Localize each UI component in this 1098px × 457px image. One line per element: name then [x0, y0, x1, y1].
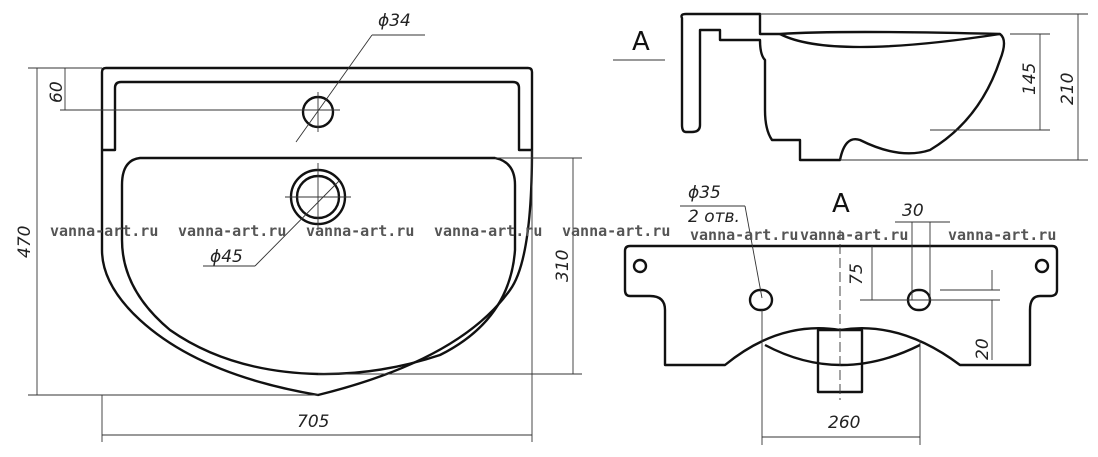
dim-total-height: 210 [1058, 73, 1078, 105]
dimension-lines [28, 34, 582, 442]
watermark: vanna-art.ru [690, 226, 798, 244]
dim-bowl: 310 [553, 250, 573, 282]
dim-rim: 60 [47, 81, 67, 103]
watermark: vanna-art.ru [434, 222, 542, 240]
watermark: vanna-art.ru [306, 222, 414, 240]
view-marker-a: A [632, 27, 650, 57]
side-profile [680, 12, 1006, 162]
dim-holes: ϕ35 [688, 183, 721, 203]
hole-left [748, 288, 774, 312]
basin-bottom [764, 343, 921, 367]
rim-inner [102, 80, 532, 152]
dim-faucet-hole: ϕ34 [378, 11, 411, 31]
dim-drain: ϕ45 [210, 247, 243, 267]
dim-bowl-height: 145 [1020, 63, 1040, 95]
bowl-rim-line [779, 32, 1001, 49]
watermarks: vanna-art.ru vanna-art.ru vanna-art.ru v… [50, 222, 1056, 244]
watermark: vanna-art.ru [178, 222, 286, 240]
side-view: A 145 210 [613, 12, 1088, 162]
watermark: vanna-art.ru [50, 222, 158, 240]
dim-20: 20 [973, 338, 993, 360]
dim-hole-offset: 30 [902, 201, 924, 221]
dim-75: 75 [847, 263, 867, 285]
dim-260: 260 [828, 413, 860, 433]
bowl-outline [120, 156, 517, 376]
dim-width: 705 [297, 412, 329, 432]
watermark: vanna-art.ru [800, 226, 908, 244]
top-view: ϕ34 ϕ45 60 470 310 705 [15, 11, 582, 442]
mount-hole-left [632, 258, 648, 274]
view-a: A ϕ35 2 отв. 30 75 20 260 [623, 183, 1059, 445]
holes-note: 2 отв. [688, 207, 740, 227]
view-a-title: A [832, 189, 850, 219]
watermark: vanna-art.ru [562, 222, 670, 240]
mount-hole-right [1034, 258, 1050, 274]
dim-depth-total: 470 [15, 226, 35, 258]
watermark: vanna-art.ru [948, 226, 1056, 244]
